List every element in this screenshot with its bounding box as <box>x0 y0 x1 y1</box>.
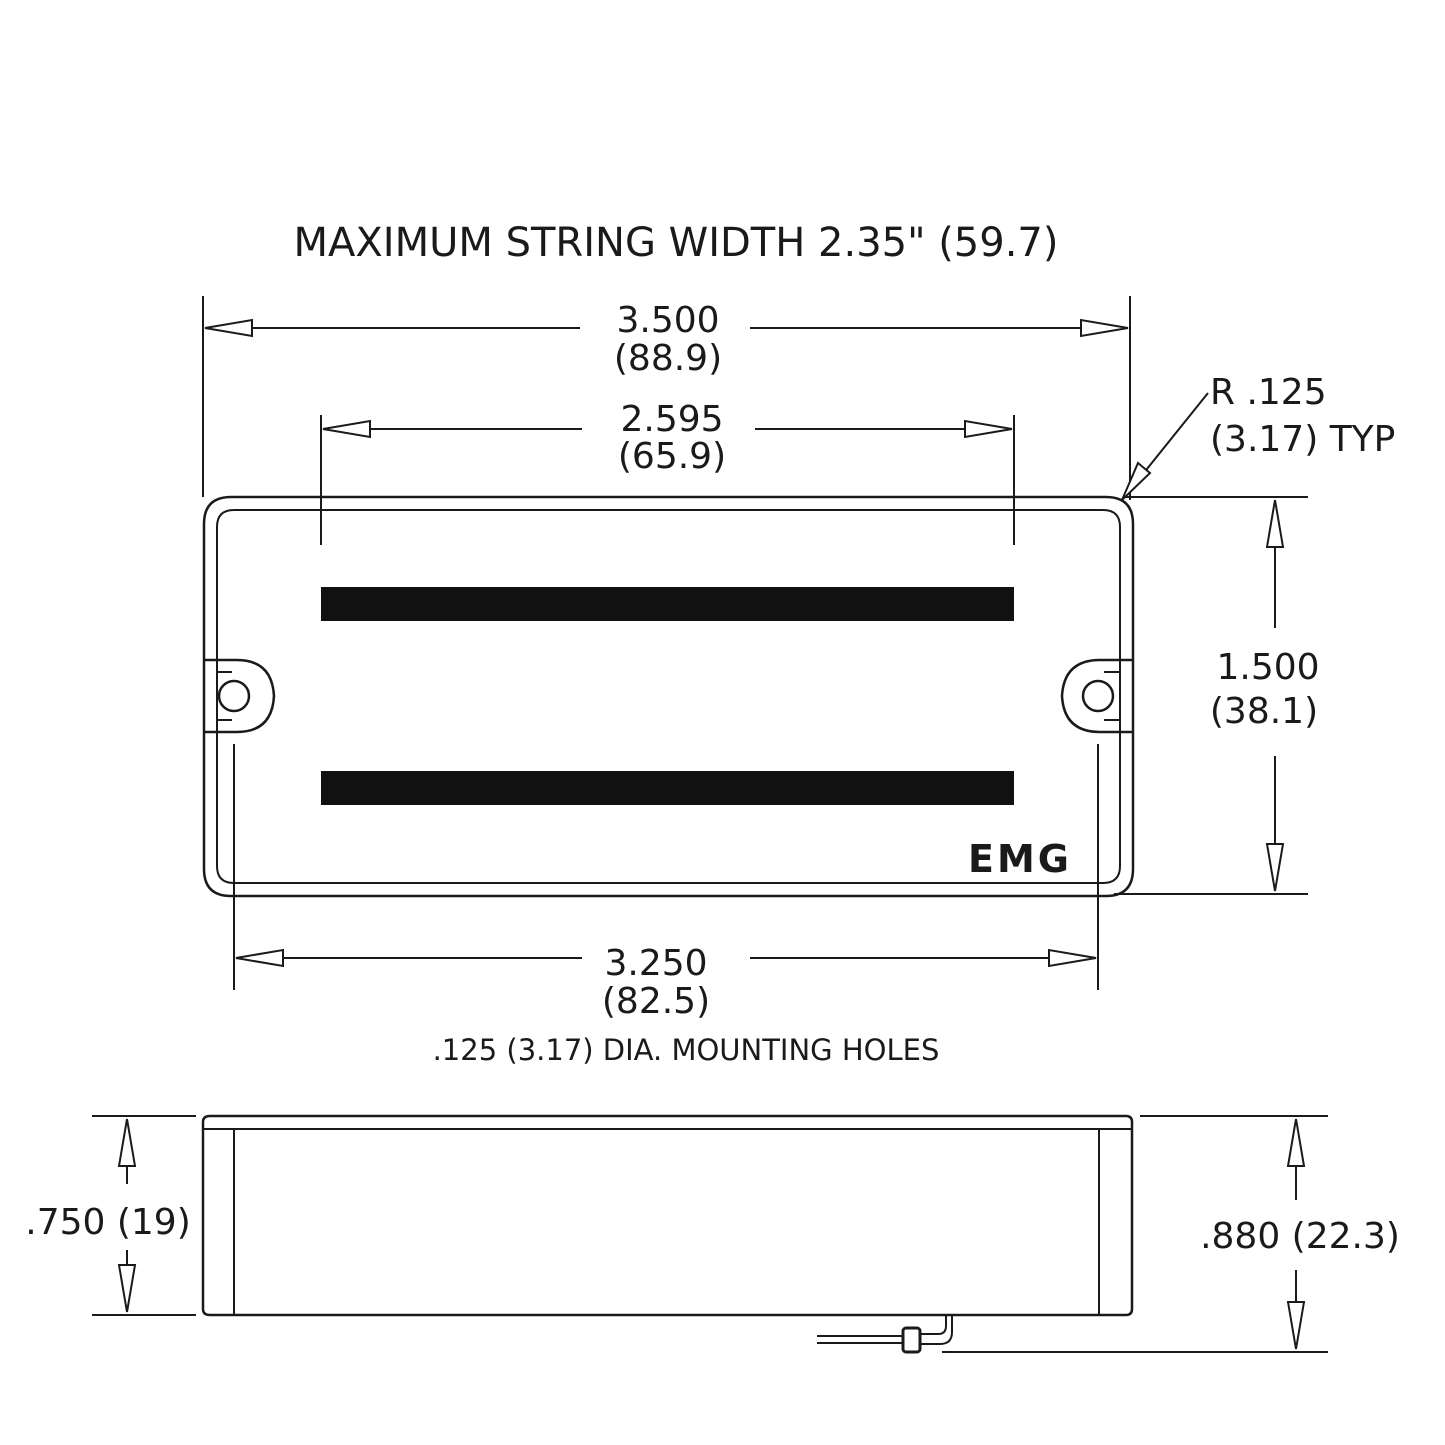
arrowhead-left <box>235 948 284 968</box>
radius-arrowhead <box>1121 461 1152 501</box>
right-mounting-hole <box>1081 679 1115 713</box>
arrowhead-up <box>1265 499 1285 548</box>
pickup-outer-outline <box>202 495 1135 898</box>
overall-width-mm: (88.9) <box>614 338 722 379</box>
pole-spacing-inches: 2.595 <box>620 399 723 440</box>
cable-connector <box>901 1326 922 1354</box>
side-view-body <box>201 1114 1134 1317</box>
arrowhead-right <box>1080 318 1129 338</box>
height-inches: 1.500 <box>1216 647 1319 688</box>
corner-radius-line1: R .125 <box>1210 372 1327 413</box>
max-string-width-title: MAXIMUM STRING WIDTH 2.35" (59.7) <box>294 220 1059 266</box>
left-mounting-hole <box>217 679 251 713</box>
emg-logo: EMG <box>968 837 1072 881</box>
cable-lead <box>920 1316 953 1345</box>
left-mounting-ear <box>204 658 276 734</box>
output-cable <box>817 1335 904 1344</box>
arrowhead-down <box>117 1264 137 1313</box>
cover-depth-label: .750 (19) <box>25 1202 191 1243</box>
arrowhead-left <box>204 318 253 338</box>
hole-spacing-inches: 3.250 <box>604 943 707 984</box>
pole-spacing-mm: (65.9) <box>618 436 726 477</box>
arrowhead-right <box>964 419 1013 439</box>
arrowhead-up <box>1286 1118 1306 1167</box>
corner-radius-line2: (3.17) TYP <box>1210 419 1395 460</box>
total-depth-label: .880 (22.3) <box>1200 1216 1400 1257</box>
arrowhead-up <box>117 1118 137 1167</box>
arrowhead-down <box>1286 1301 1306 1350</box>
blade-bar-top <box>321 587 1014 621</box>
mounting-holes-note: .125 (3.17) DIA. MOUNTING HOLES <box>433 1033 940 1067</box>
arrowhead-left <box>322 419 371 439</box>
pickup-inner-outline <box>216 509 1121 884</box>
right-mounting-ear <box>1060 658 1133 734</box>
overall-width-inches: 3.500 <box>616 300 719 341</box>
arrowhead-right <box>1048 948 1097 968</box>
arrowhead-down <box>1265 843 1285 892</box>
height-mm: (38.1) <box>1210 691 1318 732</box>
blade-bar-bottom <box>321 771 1014 805</box>
hole-spacing-mm: (82.5) <box>602 981 710 1022</box>
